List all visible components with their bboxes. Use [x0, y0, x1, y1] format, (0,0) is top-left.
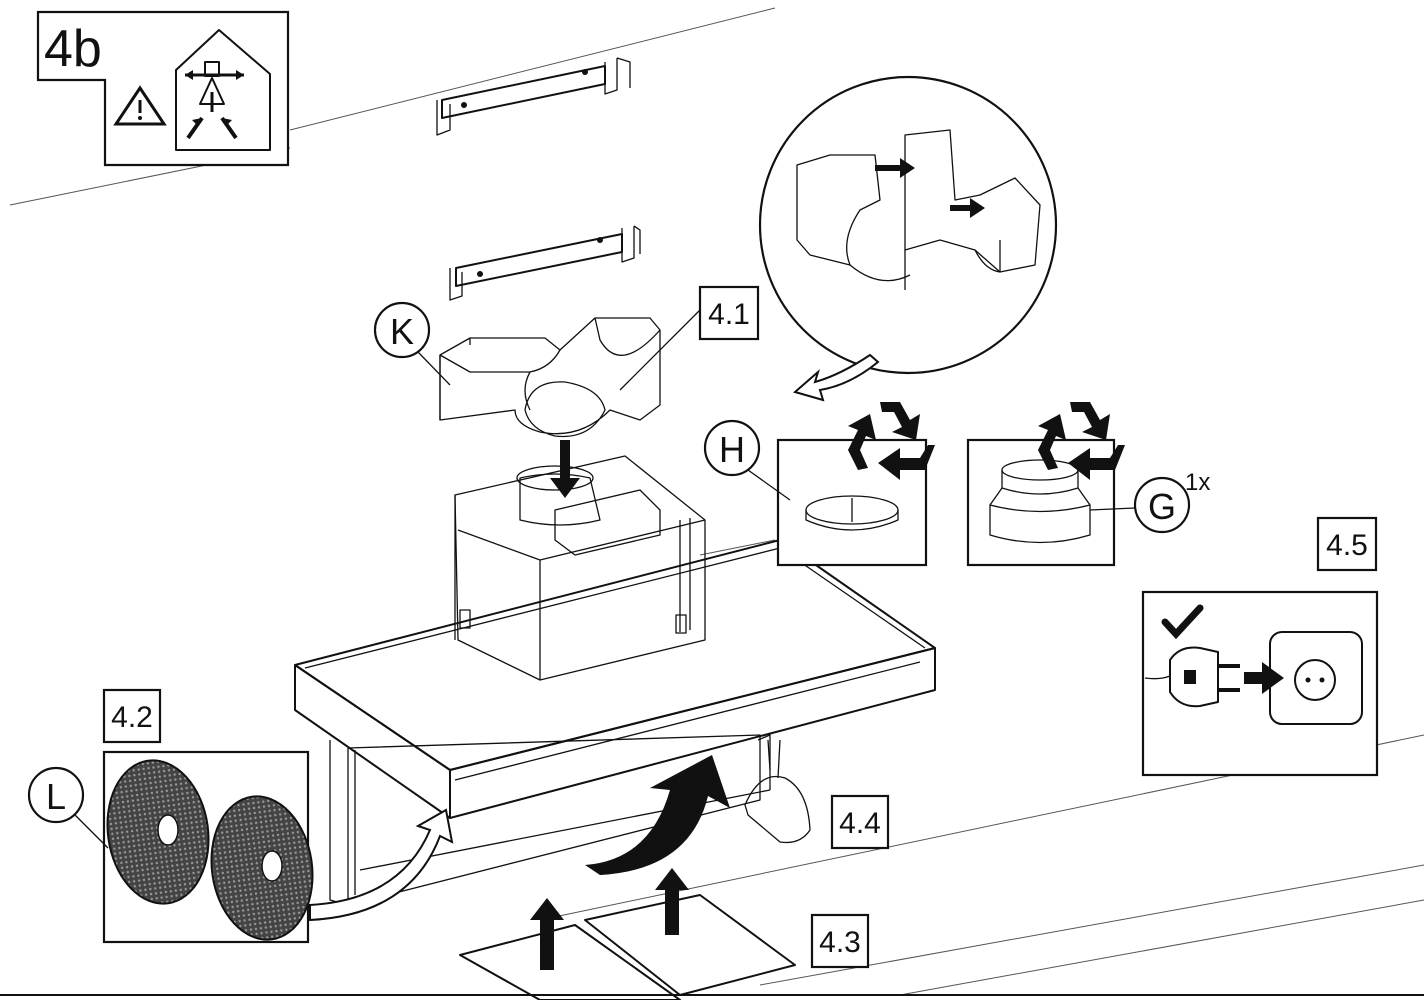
label-l-callout: L [27, 766, 109, 849]
hood-canopy [294, 539, 936, 906]
label-l: L [46, 776, 66, 817]
down-arrow-icon [550, 440, 580, 498]
magnifier-pointer-arrow-icon [792, 353, 880, 402]
grease-filters [459, 894, 796, 1000]
step-4-4-callout: 4.4 [830, 794, 890, 850]
curved-up-arrow-icon [585, 755, 730, 875]
step-badge: 4b [36, 10, 290, 167]
label-h: H [719, 429, 745, 470]
step-4-2-callout: 4.2 [102, 688, 162, 744]
warning-triangle-icon [113, 85, 167, 126]
label-k-callout: K [373, 301, 451, 386]
label-h-callout: H [703, 419, 791, 501]
step-4-3-callout: 4.3 [810, 913, 870, 969]
wall-bracket-lower [449, 225, 641, 301]
curved-arrow-to-hood-icon [309, 808, 454, 922]
label-g-callout: G 1x [1089, 469, 1210, 534]
deflector-k [439, 317, 661, 438]
step-4-5-callout: 4.5 [1316, 516, 1378, 572]
step-4-4-label: 4.4 [839, 807, 881, 840]
label-g-quantity: 1x [1185, 469, 1210, 496]
wall-socket-icon [1269, 631, 1363, 725]
step-4-5-label: 4.5 [1326, 529, 1368, 562]
recycle-icon [848, 402, 935, 480]
recycle-icon [1038, 402, 1125, 480]
power-plug-icon [1144, 646, 1240, 708]
label-g: G [1148, 486, 1176, 527]
plug-arrow-icon [1244, 662, 1284, 694]
carbon-filters-panel [102, 750, 314, 944]
label-k: K [390, 311, 414, 352]
power-panel [1141, 590, 1379, 777]
step-4-1-label: 4.1 [708, 298, 750, 331]
detail-magnifier [758, 75, 1058, 375]
checkmark-icon [1161, 604, 1204, 640]
filter-up-arrows [530, 868, 689, 970]
step-4-3-label: 4.3 [819, 926, 861, 959]
step-4-1-callout: 4.1 [619, 285, 760, 391]
step-badge-label: 4b [44, 20, 102, 78]
step-4-2-label: 4.2 [111, 701, 153, 734]
carbon-filter-2 [210, 795, 314, 941]
hand-icon [744, 739, 811, 844]
room-ventilation-icon [175, 29, 271, 151]
wall-bracket-upper [436, 57, 631, 136]
carbon-filter-1 [106, 759, 210, 905]
